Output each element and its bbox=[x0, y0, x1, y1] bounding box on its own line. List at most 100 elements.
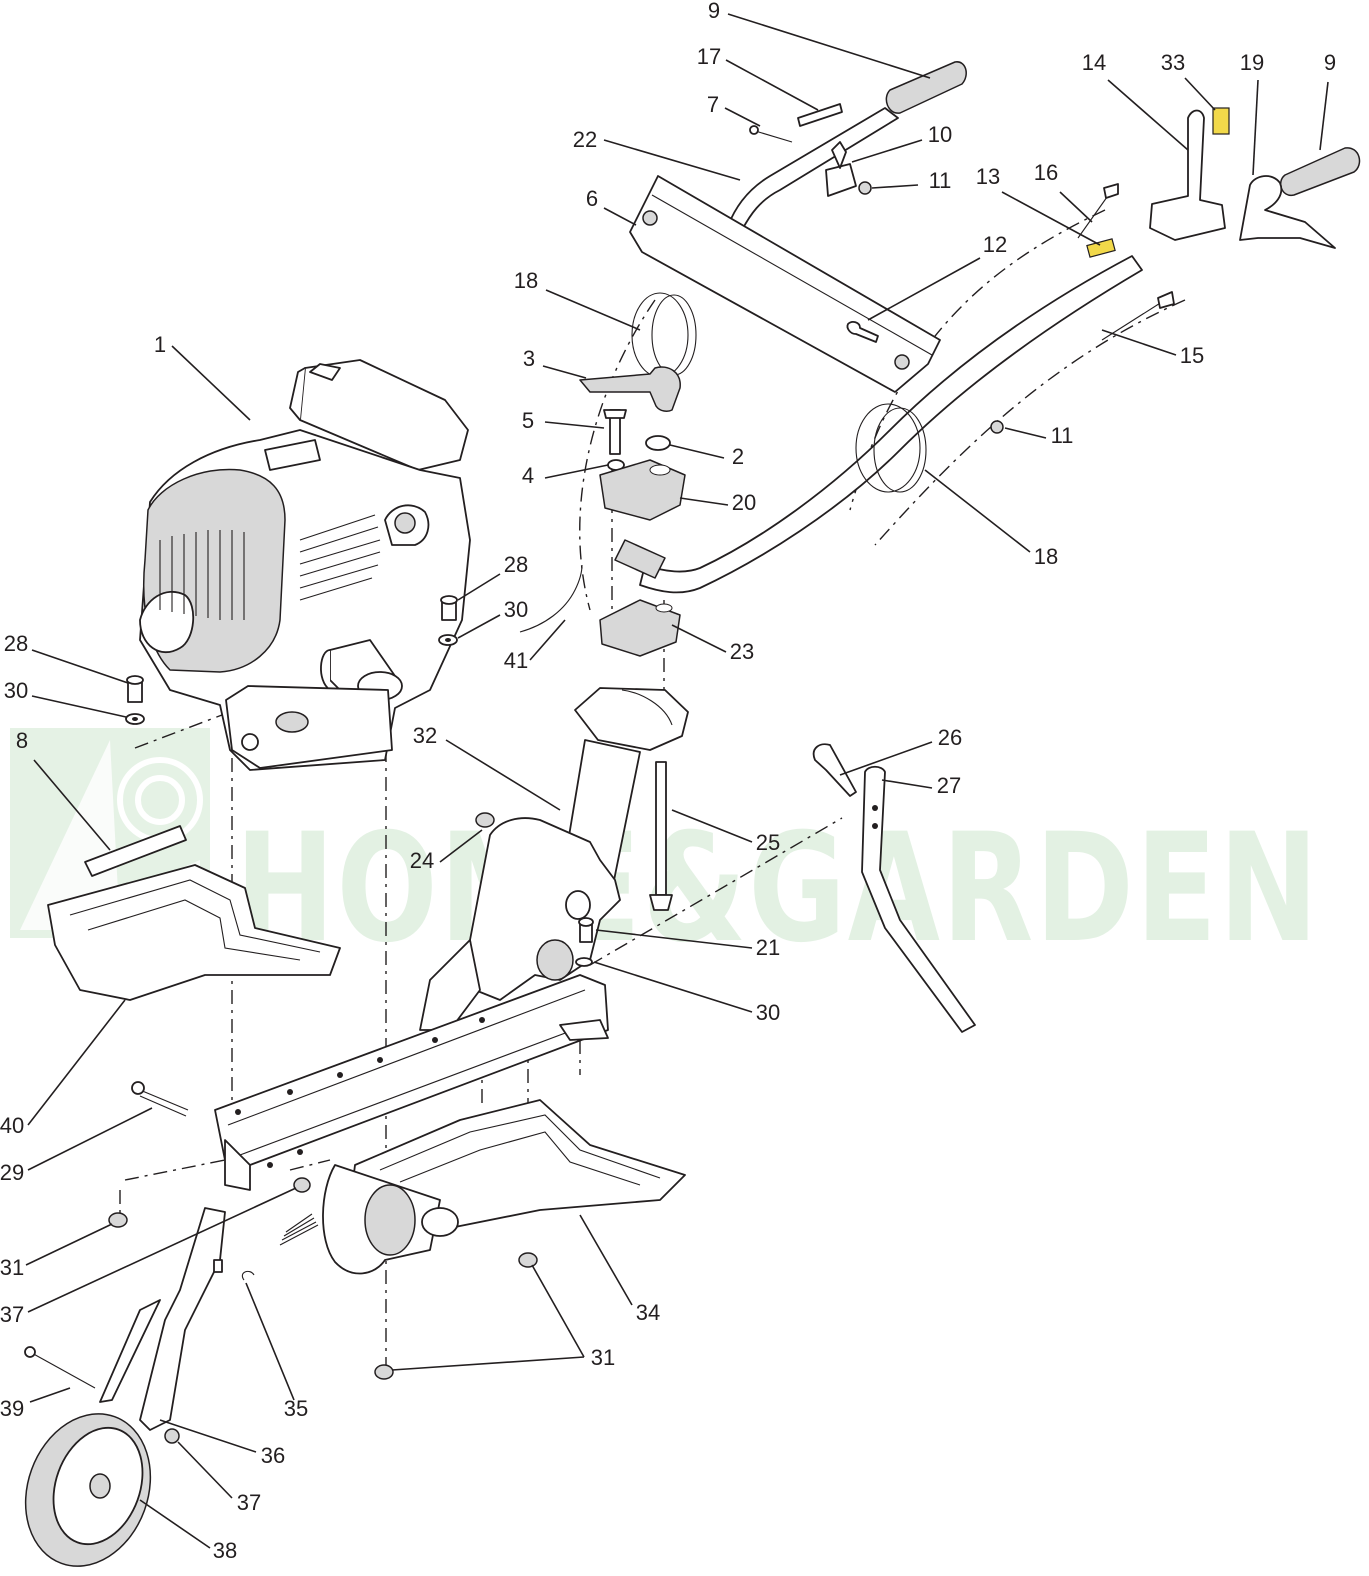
callout-41: 41 bbox=[504, 648, 528, 673]
leader-line bbox=[881, 779, 933, 789]
handle-tube bbox=[639, 255, 1143, 594]
bolt-12 bbox=[846, 321, 879, 343]
callout-10: 10 bbox=[928, 122, 952, 147]
leader-line bbox=[1319, 81, 1329, 151]
leader-line bbox=[1059, 191, 1093, 223]
callout-34: 34 bbox=[636, 1300, 660, 1325]
leader-line bbox=[529, 619, 566, 661]
callout-9: 9 bbox=[708, 0, 720, 23]
leader-line bbox=[603, 139, 741, 181]
leader-line bbox=[1101, 329, 1177, 356]
spring-35 bbox=[241, 1213, 319, 1281]
leader-line bbox=[871, 184, 919, 189]
leader-line bbox=[544, 464, 609, 479]
callout-21: 21 bbox=[756, 935, 780, 960]
callout-8: 8 bbox=[16, 728, 28, 753]
leader-line bbox=[1252, 79, 1259, 176]
leader-line bbox=[29, 1387, 71, 1403]
leader-line bbox=[33, 759, 111, 851]
engine bbox=[139, 359, 471, 771]
callout-22: 22 bbox=[573, 127, 597, 152]
leader-line bbox=[545, 289, 641, 331]
leader-line bbox=[867, 257, 981, 321]
leader-lines bbox=[25, 13, 1329, 1549]
callout-24: 24 bbox=[410, 848, 434, 873]
label-13-decal bbox=[1086, 238, 1116, 258]
handle-adjust-clamp bbox=[519, 366, 686, 657]
leader-line bbox=[851, 139, 923, 163]
callout-30: 30 bbox=[756, 1000, 780, 1025]
leader-line bbox=[25, 1223, 113, 1266]
watermark-text: HOME&GARDEN bbox=[235, 802, 1320, 976]
warning-decal-8 bbox=[84, 825, 187, 877]
callout-7: 7 bbox=[707, 92, 719, 117]
callout-26: 26 bbox=[938, 725, 962, 750]
leader-line bbox=[671, 624, 727, 653]
callout-31: 31 bbox=[591, 1345, 615, 1370]
belt-guard-cover bbox=[629, 175, 941, 393]
callout-30: 30 bbox=[4, 678, 28, 703]
callout-18: 18 bbox=[1034, 544, 1058, 569]
callout-2: 2 bbox=[732, 444, 744, 469]
cable-41 bbox=[519, 564, 583, 633]
callout-14: 14 bbox=[1082, 50, 1106, 75]
decal-17 bbox=[797, 103, 843, 127]
callout-40: 40 bbox=[0, 1113, 24, 1138]
leader-line bbox=[439, 829, 483, 863]
callout-33: 33 bbox=[1161, 50, 1185, 75]
callout-5: 5 bbox=[522, 408, 534, 433]
leader-line bbox=[171, 345, 251, 421]
callout-11: 11 bbox=[1051, 423, 1074, 448]
leader-line bbox=[595, 929, 753, 949]
handle-grip-right bbox=[1279, 147, 1361, 197]
callout-25: 25 bbox=[756, 830, 780, 855]
callout-18: 18 bbox=[514, 268, 538, 293]
leader-line bbox=[445, 739, 561, 811]
callout-3: 3 bbox=[523, 346, 535, 371]
tube-grip-sleeve bbox=[614, 539, 666, 579]
leader-line bbox=[27, 999, 126, 1126]
nut-11 bbox=[858, 181, 872, 195]
washer-2 bbox=[645, 435, 671, 451]
callout-13: 13 bbox=[976, 164, 1000, 189]
nuts bbox=[108, 1177, 538, 1380]
callout-36: 36 bbox=[261, 1443, 285, 1468]
label-33-decal bbox=[1212, 107, 1230, 135]
leader-line bbox=[603, 207, 637, 226]
leader-line bbox=[671, 809, 753, 843]
callout-16: 16 bbox=[1034, 160, 1058, 185]
callout-38: 38 bbox=[213, 1538, 237, 1563]
leader-line bbox=[579, 1214, 633, 1306]
callout-11: 11 bbox=[929, 168, 952, 193]
leader-line bbox=[159, 1419, 257, 1453]
transmission bbox=[419, 687, 689, 1031]
leader-line bbox=[1107, 79, 1189, 151]
wheel-bracket bbox=[24, 1207, 226, 1444]
leader-line bbox=[391, 1356, 585, 1371]
leader-line bbox=[839, 741, 933, 776]
leader-line bbox=[727, 13, 931, 79]
callout-28: 28 bbox=[504, 552, 528, 577]
leader-line bbox=[669, 444, 725, 459]
wheel bbox=[24, 1413, 152, 1567]
leader-line bbox=[542, 365, 587, 379]
leader-line bbox=[31, 649, 129, 684]
nut-11b bbox=[990, 420, 1004, 434]
callout-23: 23 bbox=[730, 639, 754, 664]
leader-line bbox=[544, 421, 605, 429]
leader-line bbox=[1001, 191, 1101, 246]
callout-12: 12 bbox=[983, 232, 1007, 257]
bolt-29 bbox=[131, 1081, 189, 1117]
clutch-lever bbox=[1239, 175, 1336, 249]
callout-31: 31 bbox=[0, 1255, 24, 1280]
engine-mount-hardware bbox=[125, 595, 458, 725]
left-shield bbox=[47, 864, 341, 1001]
watermark: HOME&GARDEN bbox=[10, 728, 1320, 976]
callout-37: 37 bbox=[237, 1490, 261, 1515]
leader-line bbox=[245, 1282, 295, 1401]
leader-line bbox=[725, 59, 819, 111]
leader-line bbox=[531, 1264, 585, 1358]
